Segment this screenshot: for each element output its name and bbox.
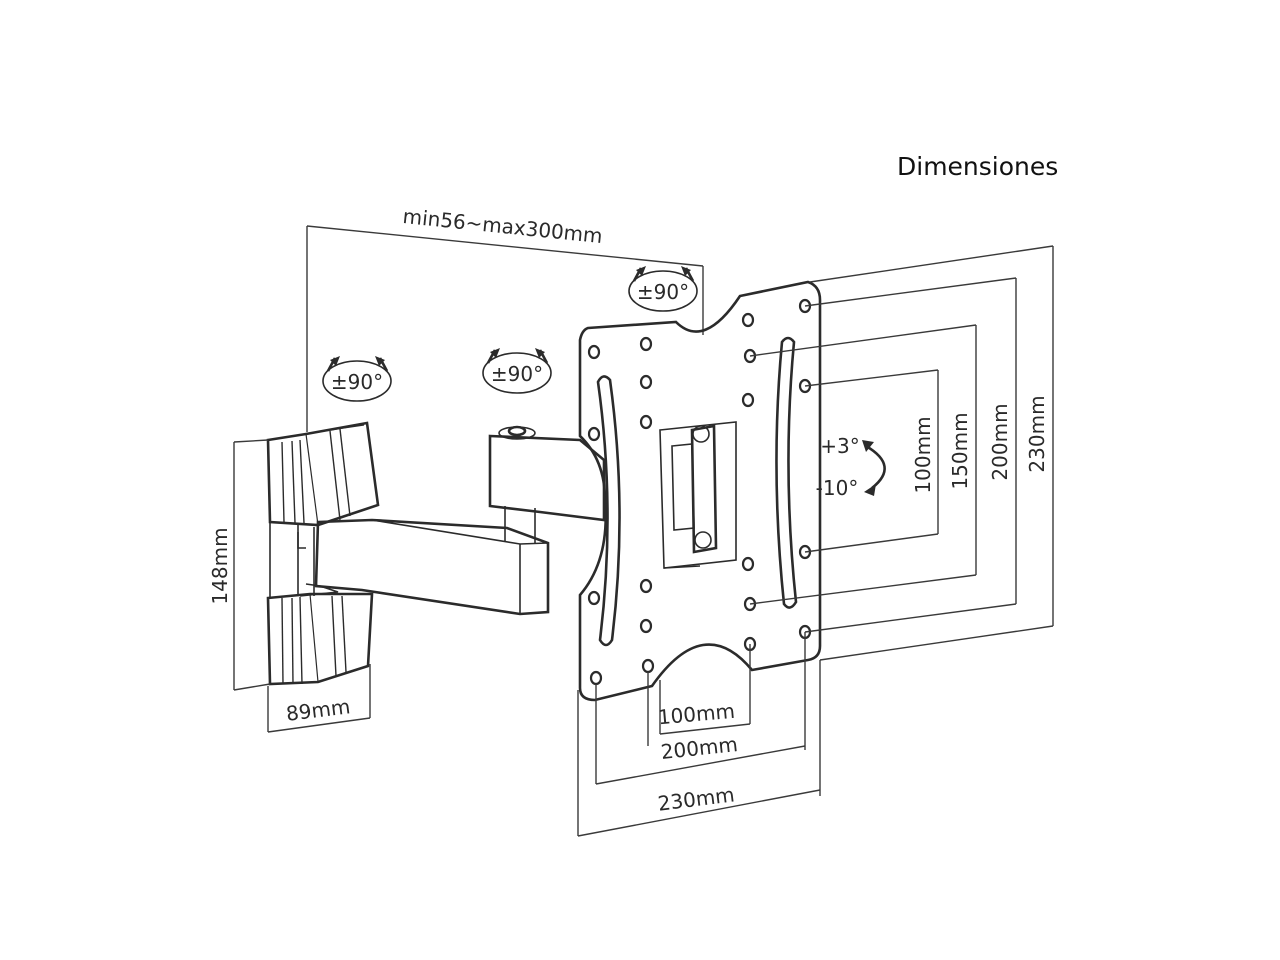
swivel-symbol-left: ±90°: [322, 356, 392, 402]
vesa-h-200-label: 200mm: [660, 732, 739, 764]
arm-extension-label: min56~max300mm: [402, 204, 604, 248]
swivel-top-label: ±90°: [637, 280, 689, 304]
vesa-plate: [578, 280, 822, 702]
vesa-v-230-label: 230mm: [1025, 395, 1049, 472]
swivel-symbol-mid: ±90°: [482, 348, 552, 394]
vesa-v-100-label: 100mm: [911, 416, 935, 493]
swivel-mid-label: ±90°: [491, 362, 543, 386]
swivel-symbol-top: ±90°: [628, 266, 698, 312]
wall-plate-width-label: 89mm: [285, 694, 352, 726]
first-arm: [314, 506, 550, 616]
vesa-h-100-label: 100mm: [657, 699, 736, 730]
wall-plate: [266, 421, 380, 686]
diagram-title: Dimensiones: [897, 152, 1059, 181]
swivel-left-label: ±90°: [331, 370, 383, 394]
vesa-v-200-label: 200mm: [988, 403, 1012, 480]
vesa-vertical-dimensions: 100mm 150mm 200mm 230mm: [749, 245, 1054, 661]
arm-extension-dimension: min56~max300mm: [306, 204, 704, 432]
tilt-symbol: +3° -10°: [816, 434, 886, 500]
wall-plate-height-label: 148mm: [208, 527, 232, 604]
vesa-horizontal-dimensions: 100mm 200mm 230mm: [577, 632, 821, 837]
second-arm: [488, 425, 606, 522]
tilt-up-label: +3°: [820, 434, 859, 458]
vesa-h-230-label: 230mm: [656, 782, 735, 815]
vesa-v-150-label: 150mm: [948, 412, 972, 489]
tilt-down-label: -10°: [816, 476, 859, 500]
